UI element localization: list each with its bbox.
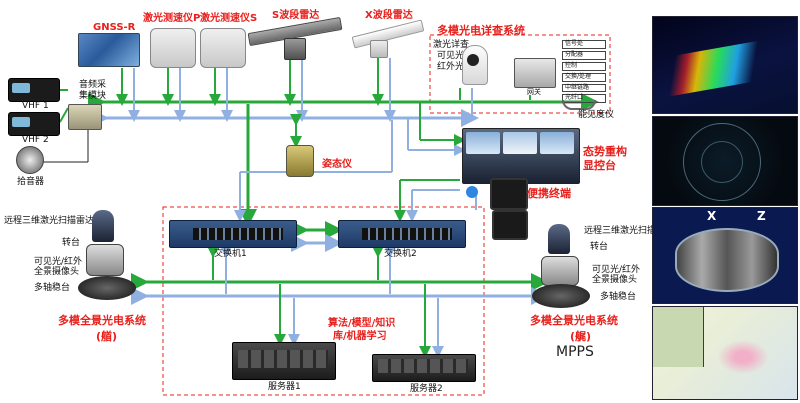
gateway-label: 网关 xyxy=(527,88,541,96)
s-radar-base xyxy=(284,38,306,60)
wireless-icon xyxy=(466,186,478,198)
pano-left-title: 多模全景光电系统 xyxy=(58,314,146,327)
gnss-label: GNSS-R xyxy=(93,22,136,33)
console-screen-3 xyxy=(540,132,574,154)
pano-right-platform xyxy=(532,284,590,308)
gateway-port: 中继链路 xyxy=(562,83,606,93)
pano-right-camera-label-1: 可见光/红外 xyxy=(592,265,641,275)
vhf2-screen xyxy=(12,117,30,127)
console-label-2: 显控台 xyxy=(583,159,616,172)
console-screen-1 xyxy=(466,132,500,154)
thumb-axis-x: X xyxy=(707,209,717,223)
vhf1-radio xyxy=(8,78,60,102)
thumb-radar-inner-ring xyxy=(701,141,743,183)
tablet-2 xyxy=(492,210,528,240)
eo-system-boundary xyxy=(429,34,611,114)
thumb-radar-3d xyxy=(652,16,798,114)
gateway-port: 信号处 xyxy=(562,40,606,49)
thumb-panorama: X Z xyxy=(652,207,798,304)
thumb-map-zone xyxy=(713,337,773,377)
pano-left-radar-label: 远程三维激光扫描雷达 xyxy=(4,216,95,226)
gateway-device xyxy=(514,58,556,88)
pano-left-platform xyxy=(78,276,136,300)
algo-label-2: 库/机器学习 xyxy=(333,331,387,342)
laser-s-label: 激光测速仪S xyxy=(200,13,258,24)
pano-right-platform-label: 多轴稳台 xyxy=(600,292,637,302)
vhf1-screen xyxy=(12,83,30,93)
server-1-label: 服务器1 xyxy=(268,382,301,392)
x-radar-base xyxy=(370,40,388,58)
pano-right-title: 多模全景光电系统 xyxy=(530,314,618,327)
server-1-bays xyxy=(238,350,328,368)
laser-p-label: 激光测速仪P xyxy=(143,13,201,24)
server-2-label: 服务器2 xyxy=(410,384,443,394)
gateway-port-list: 信号处 分配器 控制 交换/处理 中继链路 光纤口 xyxy=(562,40,606,104)
thumb-radar-ppi xyxy=(652,116,798,206)
eo-desc-1: 激光详查 xyxy=(433,40,470,50)
vhf1-label: VHF 1 xyxy=(22,101,49,111)
eo-desc-2: 可见光 xyxy=(437,51,465,61)
s-radar-label: S波段雷达 xyxy=(272,10,320,21)
tablet-1 xyxy=(490,178,528,210)
eo-system-title: 多模光电详查系统 xyxy=(437,24,525,37)
pano-right-turret-label: 转台 xyxy=(590,242,609,252)
audio-module-label-2: 集模块 xyxy=(79,91,107,101)
console-label-1: 态势重构 xyxy=(583,145,627,158)
pickup-label: 拾音器 xyxy=(17,177,45,187)
laser-s-device xyxy=(200,28,246,68)
pano-left-turret xyxy=(86,244,124,276)
pano-left-side: (艏) xyxy=(96,330,118,343)
switch-2-ports xyxy=(362,228,452,240)
server-2-bays xyxy=(378,359,468,373)
thumb-radar-pointcloud xyxy=(663,36,783,98)
console-screen-2 xyxy=(503,132,537,154)
thumb-panorama-ring xyxy=(675,228,779,292)
visibility-sensor xyxy=(562,100,596,110)
thumb-chart-map xyxy=(652,306,798,400)
pano-right-turret xyxy=(541,256,579,286)
pano-right-side: (艉) xyxy=(570,330,592,343)
switch-1-label: 交换机1 xyxy=(214,249,247,259)
pano-left-camera-label-1: 可见光/红外 xyxy=(34,257,83,267)
switch-2-label: 交换机2 xyxy=(384,249,417,259)
algo-label-1: 算法/模型/知识 xyxy=(328,318,396,329)
portable-label: 便携终端 xyxy=(527,187,571,200)
eo-desc-3: 红外光 xyxy=(437,62,465,72)
switch-1-ports xyxy=(193,228,283,240)
pano-left-turret-label: 转台 xyxy=(62,238,81,248)
thumb-axis-z: Z xyxy=(757,209,766,223)
eo-lens-icon xyxy=(467,54,479,66)
pano-left-lidar xyxy=(92,210,114,242)
laser-p-device xyxy=(150,28,196,68)
x-radar-label: X波段雷达 xyxy=(365,10,413,21)
audio-module-label-1: 音频采 xyxy=(79,80,107,90)
gateway-port: 控制 xyxy=(562,61,606,71)
thumb-map-land xyxy=(653,307,704,367)
attitude-label: 姿态仪 xyxy=(322,159,352,170)
visibility-label: 能见度仪 xyxy=(578,110,615,120)
pano-right-camera-label-2: 全景摄像头 xyxy=(592,275,638,285)
vhf2-label: VHF 2 xyxy=(22,135,49,145)
pano-right-lidar xyxy=(548,224,570,254)
pano-left-platform-label: 多轴稳台 xyxy=(34,283,71,293)
thumb-radar-ring xyxy=(683,123,761,201)
pano-right-radar-label: 远程三维激光扫描雷达 xyxy=(584,226,675,236)
pano-left-camera-label-2: 全景摄像头 xyxy=(34,267,80,277)
gateway-port: 分配器 xyxy=(562,50,606,60)
gateway-port: 交换/处理 xyxy=(562,72,606,82)
mpps-label: MPPS xyxy=(556,344,594,360)
gnss-antenna xyxy=(78,33,140,67)
audio-module xyxy=(68,104,102,130)
pickup-microphone xyxy=(16,146,44,174)
attitude-sensor xyxy=(286,145,314,177)
